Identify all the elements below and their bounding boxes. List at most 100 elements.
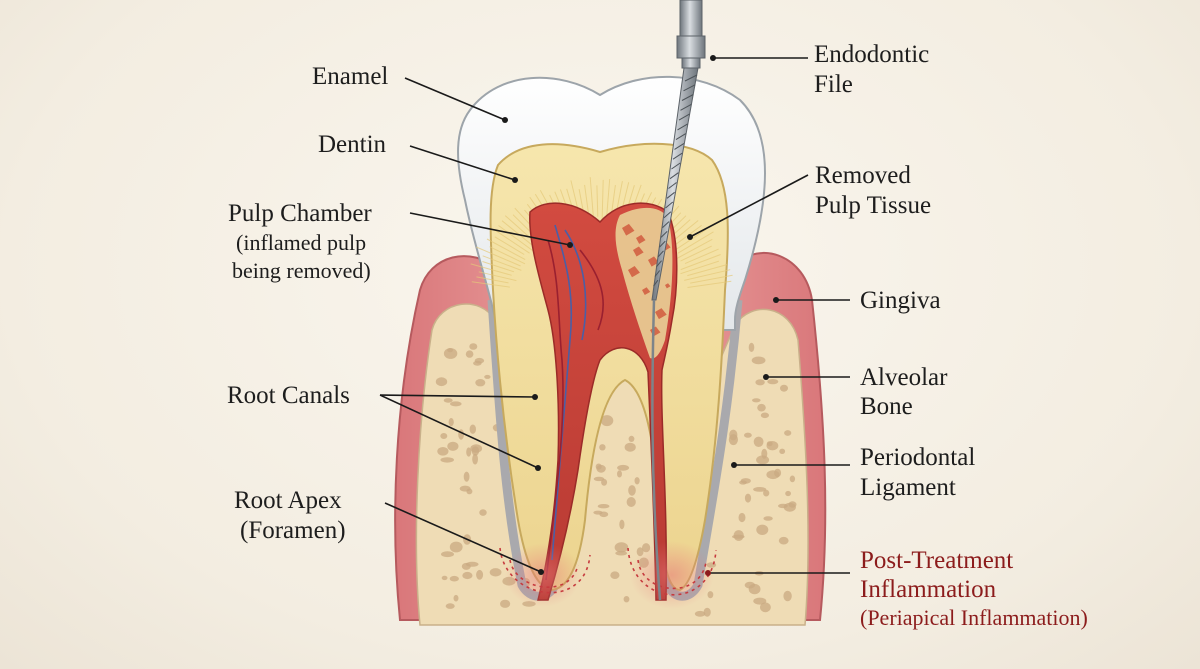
bone-pore [789, 475, 796, 483]
file-flute [677, 123, 688, 131]
label-post-treatment-3: (Periapical Inflammation) [860, 605, 1088, 630]
dentin-tubule [489, 246, 526, 265]
bone-pore [449, 575, 459, 582]
bone-pore [623, 596, 630, 603]
bone-pore [780, 384, 788, 392]
dentin-tubule [482, 255, 522, 271]
dentin-tubule [476, 276, 509, 284]
bone-pore [755, 379, 765, 386]
bone-pore [707, 591, 714, 599]
bone-pore [596, 464, 606, 473]
file-flute [663, 211, 672, 219]
label-periodontal-ligament: Periodontal [860, 444, 975, 471]
bone-pore [441, 551, 454, 558]
label-periodontal-ligament-2: Ligament [860, 474, 956, 501]
bone-pore [476, 569, 484, 580]
debris-fragment [665, 283, 671, 289]
bone-pore [774, 468, 782, 478]
debris-fragment [655, 308, 667, 320]
bone-pore [459, 485, 471, 492]
dentin-tubule [680, 254, 721, 271]
bone-pore [617, 470, 622, 478]
file-flute [678, 113, 690, 121]
bone-pore [783, 590, 792, 602]
file-flute [665, 201, 674, 209]
debris-fragment [633, 246, 644, 257]
bone-pore [441, 575, 448, 581]
dentin-tubule [687, 264, 728, 277]
dentin-tubule [690, 274, 733, 284]
bone-pore [744, 432, 752, 438]
bone-pore [597, 504, 610, 509]
bone-pore [479, 509, 487, 516]
bone-pore [752, 398, 761, 403]
dentin-tubule [684, 248, 719, 265]
bone-pore [753, 487, 767, 492]
file-flute [657, 250, 664, 258]
file-flute [669, 172, 679, 180]
bone-pore [766, 441, 773, 447]
file-flute [660, 231, 668, 238]
bone-pore [435, 377, 448, 387]
dentin-tubule [482, 261, 515, 273]
file-flute [656, 260, 662, 268]
bone-pore [785, 490, 791, 497]
label-alveolar-bone: Alveolar [860, 364, 948, 391]
bone-pore [465, 350, 474, 358]
bone-pore [760, 602, 771, 613]
label-gingiva: Gingiva [860, 287, 941, 314]
inflammation-glow-left [505, 543, 581, 607]
bone-pore [617, 464, 630, 471]
removed-pulp-region [615, 207, 673, 359]
dentin-tubule [494, 229, 530, 254]
label-dentin: Dentin [318, 131, 387, 158]
file-flute [671, 162, 681, 170]
bone-pore [443, 398, 453, 403]
bone-pore [484, 374, 491, 379]
bone-pore [601, 478, 608, 486]
bone-pore [449, 541, 463, 553]
dentin-tubule [596, 185, 599, 217]
bone-pore [450, 401, 462, 407]
bone-pore [615, 550, 628, 556]
file-flute [653, 279, 659, 287]
dentin-tubule [471, 281, 510, 288]
bone-pore [748, 583, 761, 595]
label-root-canals: Root Canals [227, 382, 350, 409]
bone-pore [440, 457, 455, 463]
pulp-vessels [545, 224, 604, 581]
bone-pore [600, 415, 614, 427]
dentin-tubule [494, 236, 525, 255]
file-flute [684, 74, 698, 82]
label-enamel: Enamel [312, 63, 388, 90]
dentin-tubule [606, 178, 611, 219]
dentin-tubule [476, 246, 521, 267]
file-flute [662, 221, 670, 228]
dentin-tubule [677, 231, 714, 254]
bone-pore [440, 433, 448, 439]
label-alveolar-bone-2: Bone [860, 393, 913, 420]
bone-pore [448, 418, 454, 427]
file-flute [672, 152, 683, 160]
debris-fragment [648, 256, 659, 267]
bone-pore [767, 379, 779, 385]
label-root-apex: Root Apex [234, 487, 342, 514]
file-flute [668, 182, 677, 189]
bone-pore [733, 530, 744, 541]
bone-pore [756, 455, 770, 465]
bone-pore [466, 447, 472, 457]
bone-pore [788, 501, 797, 508]
bone-pore [740, 478, 751, 484]
dentin-tubule [478, 271, 517, 282]
bone-pore [470, 444, 483, 453]
bone-pore [619, 519, 625, 530]
dentin-tubule [680, 245, 712, 262]
label-pulp-chamber-sub2: being removed) [232, 258, 371, 283]
bone-pore [626, 497, 636, 507]
label-pulp-chamber: Pulp Chamber [228, 200, 372, 227]
dentin-tubule [680, 260, 720, 275]
file-flute [675, 133, 687, 141]
bone-pore [614, 542, 629, 553]
label-post-treatment: Post-Treatment [860, 547, 1013, 574]
bone-pore [760, 412, 770, 419]
